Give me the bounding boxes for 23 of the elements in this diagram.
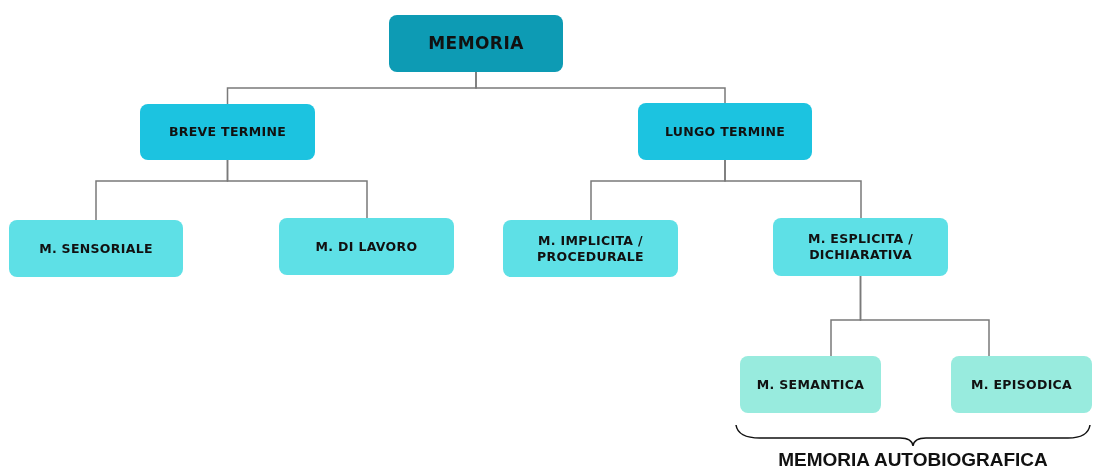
box-label: M. SENSORIALE xyxy=(39,240,153,257)
memory-box xyxy=(740,356,881,413)
memory-box xyxy=(389,15,563,72)
connector-line xyxy=(724,159,862,219)
connector-line xyxy=(859,275,990,357)
box-label: M. EPISODICA xyxy=(970,376,1073,393)
memory-box xyxy=(9,220,183,277)
memory-box xyxy=(951,356,1092,413)
connector-line xyxy=(475,71,726,104)
connector-line xyxy=(226,159,368,219)
box-label: M. IMPLICITA / PROCEDURALE xyxy=(536,232,645,265)
memory-box xyxy=(140,104,315,160)
box-label: M. DI LAVORO xyxy=(315,238,418,255)
box-label: LUNGO TERMINE xyxy=(664,123,786,140)
memory-box xyxy=(503,220,678,277)
brace-caption: MEMORIA AUTOBIOGRAFICA xyxy=(777,450,1049,469)
memory-box xyxy=(279,218,454,275)
box-label: M. ESPLICITA / DICHIARATIVA xyxy=(806,231,915,263)
memory-box xyxy=(773,218,948,276)
box-label: MEMORIA xyxy=(428,32,524,55)
box-label: BREVE TERMINE xyxy=(168,124,287,140)
memory-box xyxy=(638,103,812,160)
box-label: M. SEMANTICA xyxy=(756,376,865,393)
